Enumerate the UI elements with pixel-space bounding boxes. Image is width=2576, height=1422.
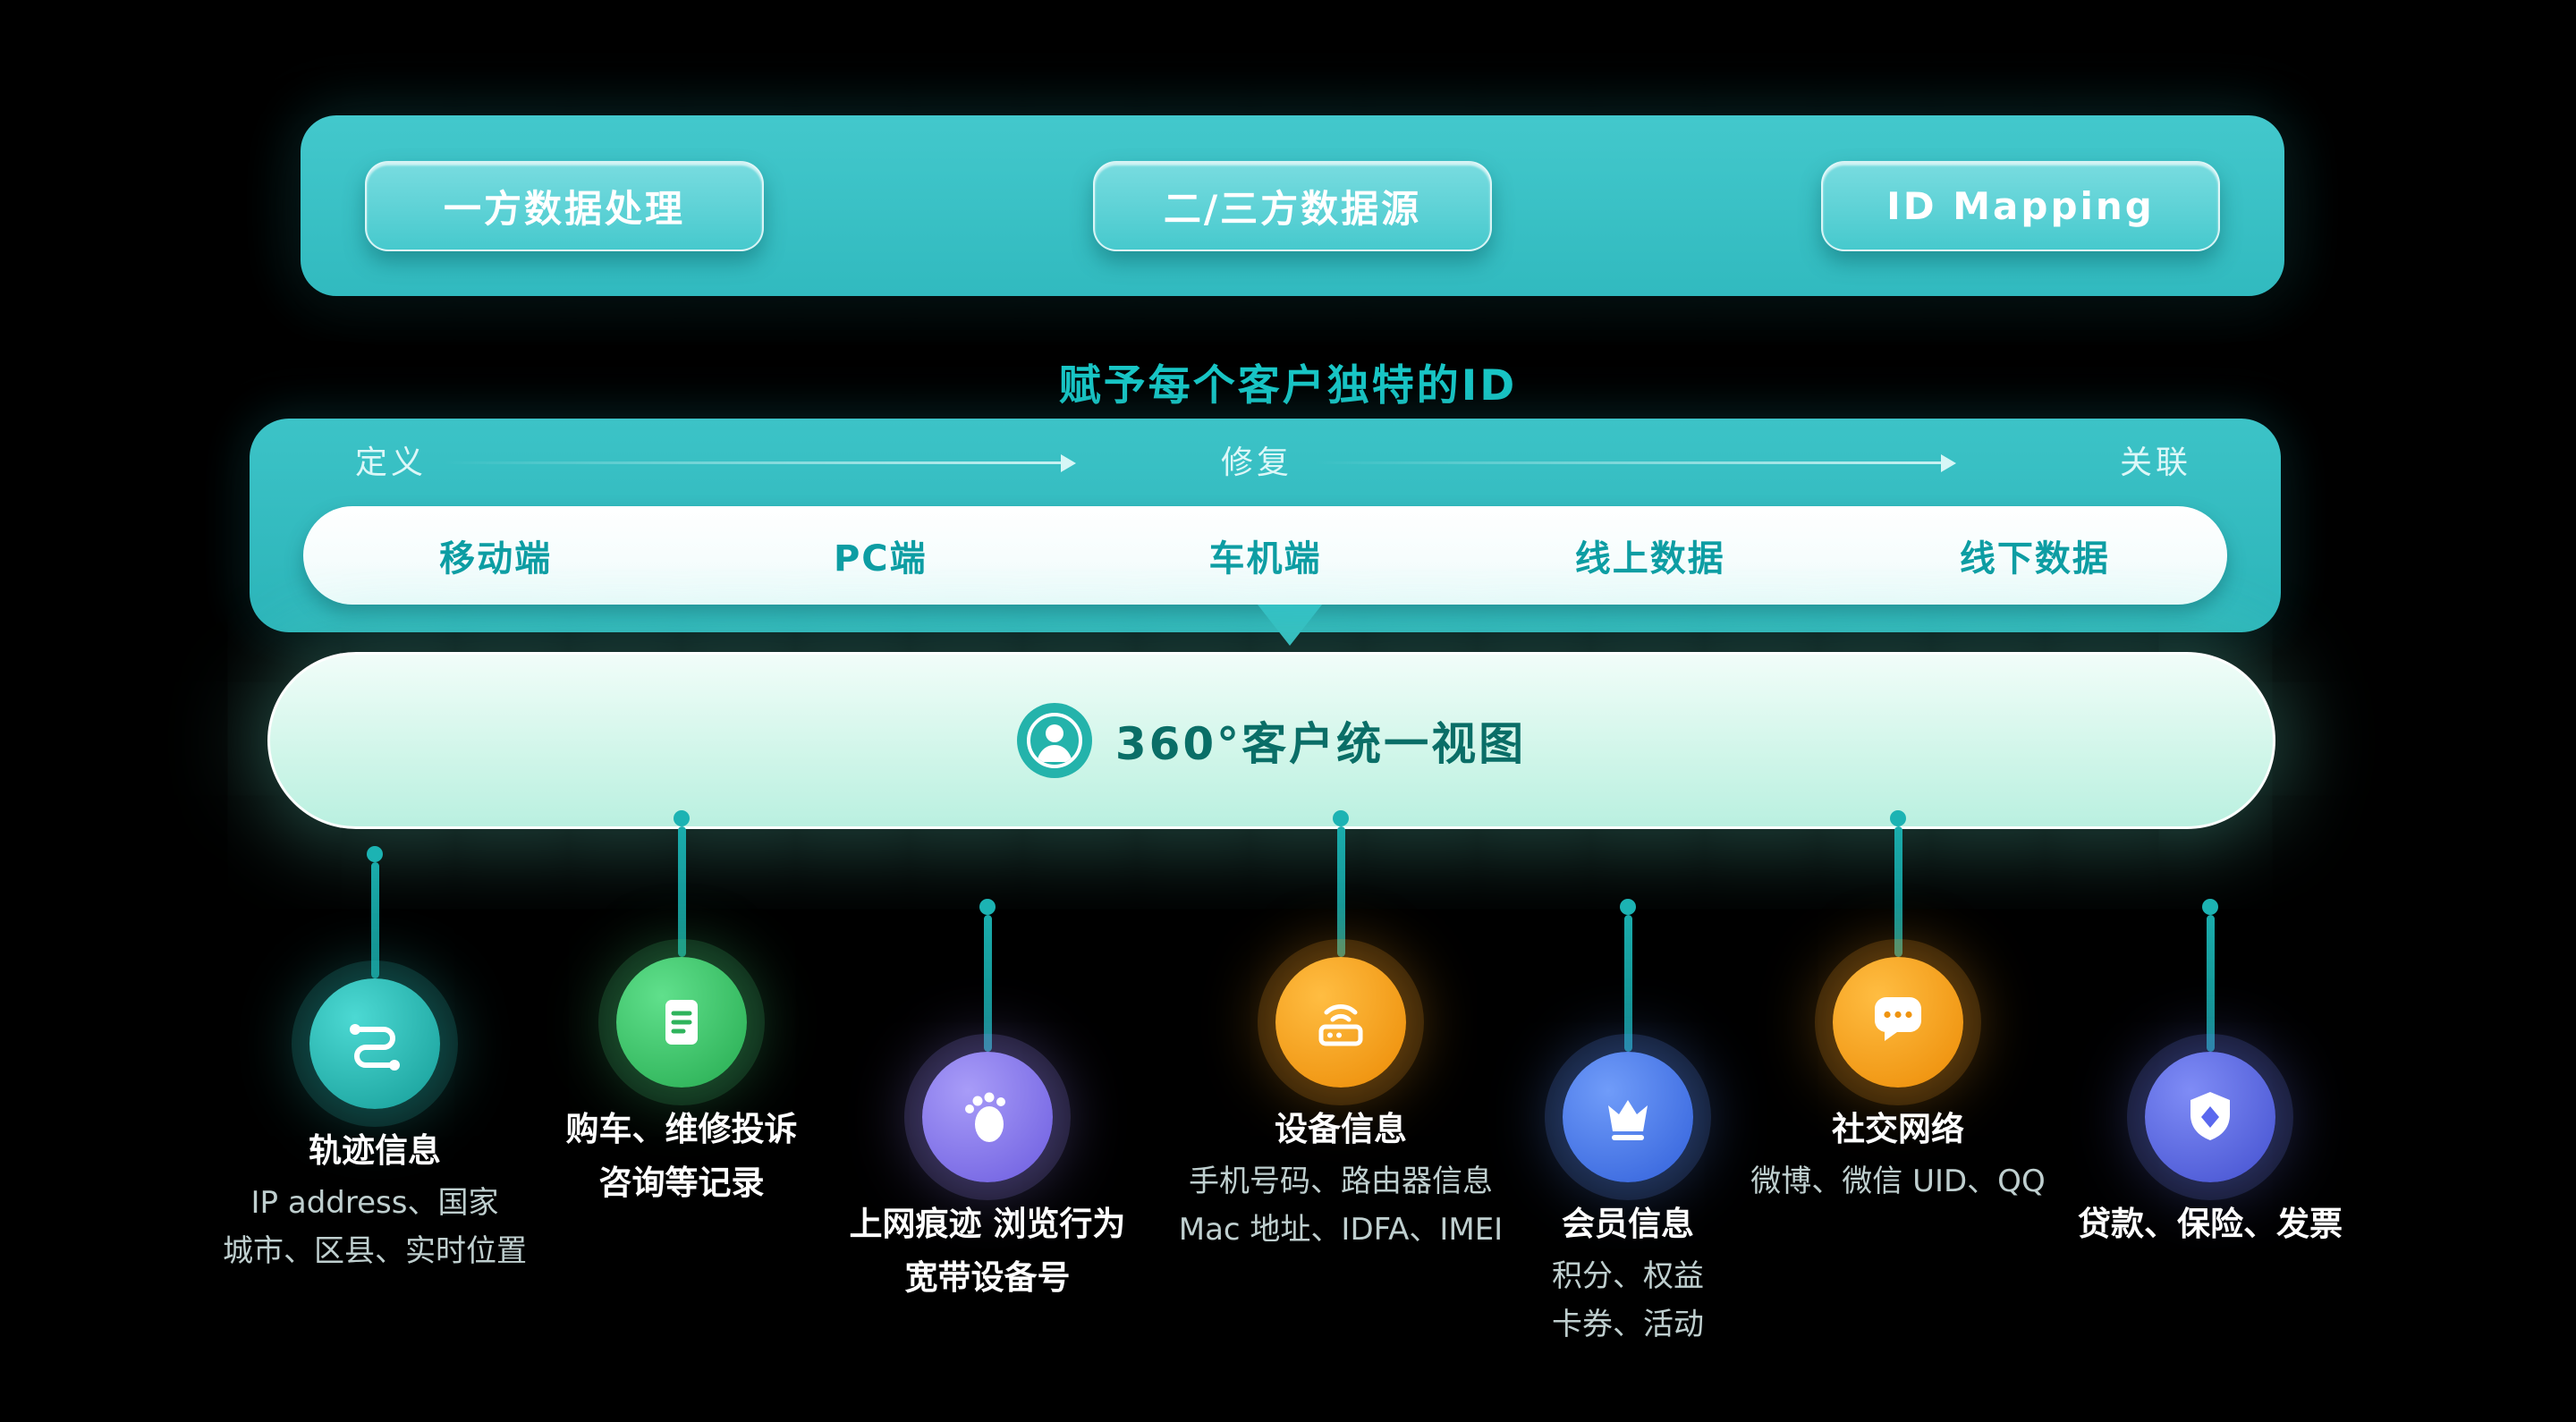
node-finance-docs: 贷款、保险、发票 (1996, 899, 2425, 1248)
node-trajectory: 轨迹信息 IP address、国家 城市、区县、实时位置 (160, 846, 589, 1271)
connector-dot (1620, 899, 1636, 915)
node-title: 购车、维修投诉 (565, 1110, 798, 1148)
connector-line (1336, 826, 1345, 957)
router-icon (1275, 957, 1406, 1088)
connector-line (983, 915, 992, 1052)
document-icon (616, 957, 747, 1088)
node-title: 上网痕迹 浏览行为 (849, 1205, 1126, 1243)
node-title: 宽带设备号 (904, 1257, 1071, 1297)
user-icon (1016, 703, 1092, 778)
node-detail: IP address、国家 (250, 1184, 499, 1221)
subtitle-unique-id: 赋予每个客户独特的ID (1058, 361, 1518, 411)
node-detail: 卡券、活动 (1552, 1307, 1704, 1343)
connector-line (2206, 915, 2215, 1052)
connector-dot (2202, 899, 2218, 915)
unified-view-label: 360°客户统一视图 (1114, 718, 1527, 770)
pill-second-third-party-data: 二/三方数据源 (1093, 160, 1492, 251)
node-title: 贷款、保险、发票 (2078, 1205, 2343, 1243)
step-associate: 关联 (2119, 444, 2192, 481)
connector-line (677, 826, 686, 957)
node-social-network: 社交网络 微博、微信 UID、QQ (1683, 810, 2113, 1200)
node-title: 设备信息 (1275, 1110, 1407, 1148)
node-browsing-traces: 上网痕迹 浏览行为 宽带设备号 (773, 899, 1202, 1301)
id-process-band: 定义 修复 关联 移动端 PC端 车机端 线上数据 线下数据 (250, 419, 2281, 632)
node-title: 咨询等记录 (598, 1163, 765, 1202)
data-sources-bar: 一方数据处理 二/三方数据源 ID Mapping (301, 115, 2284, 296)
node-title: 会员信息 (1562, 1205, 1694, 1243)
arrow-line-1 (444, 454, 1076, 472)
connector-line (1623, 915, 1632, 1052)
crown-icon (1563, 1052, 1693, 1182)
step-define: 定义 (354, 444, 428, 481)
node-detail: 城市、区县、实时位置 (223, 1233, 527, 1270)
shield-icon (2145, 1052, 2275, 1182)
node-device-info: 设备信息 手机号码、路由器信息 Mac 地址、IDFA、IMEI (1126, 810, 1555, 1249)
channel-online-data: 线上数据 (1574, 538, 1725, 580)
pill-first-party-data: 一方数据处理 (365, 160, 764, 251)
channel-pc: PC端 (833, 538, 928, 580)
chat-icon (1833, 957, 1963, 1088)
channel-mobile: 移动端 (439, 538, 553, 580)
unified-view-bar: 360°客户统一视图 (267, 652, 2275, 829)
footprint-icon (922, 1052, 1053, 1182)
channel-pill: 移动端 PC端 车机端 线上数据 线下数据 (303, 506, 2227, 605)
connector-dot (979, 899, 996, 915)
channel-car: 车机端 (1208, 538, 1322, 580)
node-purchase-records: 购车、维修投诉 咨询等记录 (467, 810, 896, 1206)
pill-first-party-label: 一方数据处理 (443, 186, 685, 231)
node-detail: 手机号码、路由器信息 (1189, 1163, 1493, 1199)
pill-id-mapping: ID Mapping (1821, 160, 2220, 251)
connector-line (370, 862, 379, 978)
connector-dot (367, 846, 383, 862)
node-detail: 微博、微信 UID、QQ (1750, 1163, 2046, 1199)
arrow-line-2 (1315, 454, 1956, 472)
step-repair: 修复 (1220, 444, 1293, 481)
node-detail: Mac 地址、IDFA、IMEI (1178, 1212, 1504, 1248)
pill-second-third-party-label: 二/三方数据源 (1163, 186, 1422, 231)
node-member-info: 会员信息 积分、权益 卡券、活动 (1413, 899, 1843, 1344)
channel-offline-data: 线下数据 (1959, 538, 2110, 580)
node-detail: 积分、权益 (1552, 1257, 1704, 1294)
route-icon (309, 978, 440, 1109)
down-arrow (1258, 605, 1322, 646)
node-title: 轨迹信息 (309, 1131, 441, 1170)
pill-id-mapping-label: ID Mapping (1886, 183, 2155, 228)
node-title: 社交网络 (1832, 1110, 1964, 1148)
connector-line (1894, 826, 1902, 957)
